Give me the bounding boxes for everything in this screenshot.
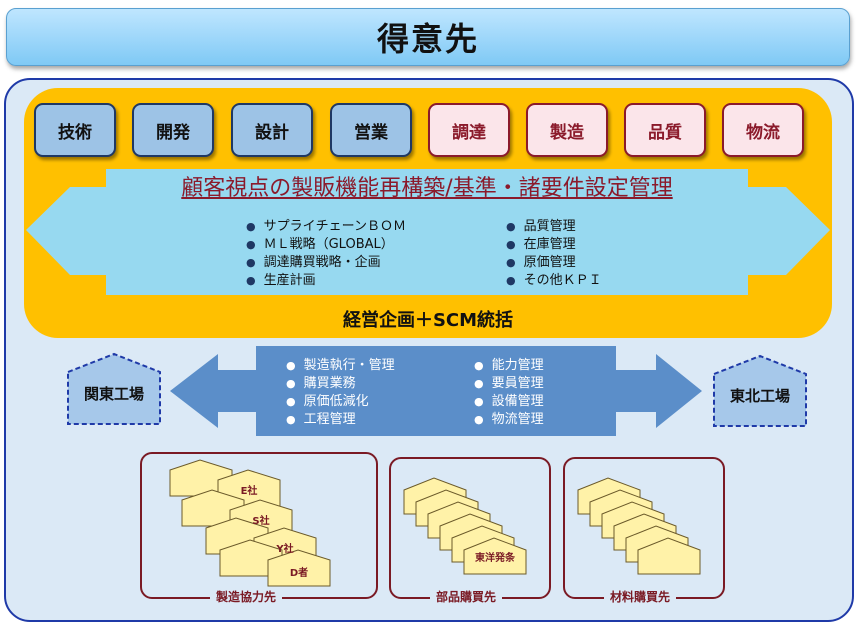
dept-label: 調達: [452, 122, 486, 143]
dept-box-sekkei: 設計: [231, 103, 313, 157]
customer-title: 得意先: [376, 20, 479, 58]
hq-left-list: サプライチェーンＢＯＭ ＭＬ戦略（GLOBAL） 調達購買戦略・企画 生産計画: [246, 218, 406, 290]
factory-arrow-shape: [170, 346, 702, 436]
factory-left-list: 製造執行・管理 購買業務 原価低減化 工程管理: [286, 357, 395, 429]
factory-right-label: 東北工場: [729, 387, 790, 405]
list-item: 原価管理: [506, 254, 602, 272]
list-item: 調達購買戦略・企画: [246, 254, 406, 272]
dept-box-seizo: 製造: [526, 103, 608, 157]
factory-right-list: 能力管理 要員管理 設備管理 物流管理: [474, 357, 544, 429]
dept-box-hinshitsu: 品質: [624, 103, 706, 157]
parts-houses: 東洋発条: [403, 477, 527, 575]
list-item: その他ＫＰＩ: [506, 272, 602, 290]
list-item: 製造執行・管理: [286, 357, 395, 375]
list-item: サプライチェーンＢＯＭ: [246, 218, 406, 236]
supplier-label-materials: 材料購買先: [604, 588, 677, 605]
supplier-label-parts: 部品購買先: [430, 588, 503, 605]
factory-house-right: [713, 354, 807, 427]
customer-header: 得意先: [6, 8, 850, 66]
supplier-label-manufacturing: 製造協力先: [210, 588, 283, 605]
dept-label: 物流: [746, 122, 780, 143]
list-item: 品質管理: [506, 218, 602, 236]
dept-label: 品質: [648, 122, 682, 143]
list-item: 能力管理: [474, 357, 544, 375]
company-s: S社: [252, 514, 269, 527]
dept-label: 設計: [255, 122, 289, 143]
dept-box-eigyo: 営業: [330, 103, 412, 157]
list-item: 在庫管理: [506, 236, 602, 254]
list-item: 物流管理: [474, 411, 544, 429]
factory-double-arrow: [170, 346, 702, 436]
list-item: 工程管理: [286, 411, 395, 429]
factory-house-left: [67, 352, 161, 425]
list-item: 要員管理: [474, 375, 544, 393]
materials-houses: [577, 477, 701, 575]
list-item: 原価低減化: [286, 393, 395, 411]
dept-box-butsuryu: 物流: [722, 103, 804, 157]
dept-label: 技術: [58, 122, 92, 143]
hq-right-list: 品質管理 在庫管理 原価管理 その他ＫＰＩ: [506, 218, 602, 290]
company-y: Y社: [275, 542, 293, 555]
list-item: ＭＬ戦略（GLOBAL）: [246, 236, 406, 254]
dept-box-kaihatsu: 開発: [132, 103, 214, 157]
list-item: 購買業務: [286, 375, 395, 393]
dept-box-gijutsu: 技術: [34, 103, 116, 157]
company-d: D者: [290, 566, 308, 579]
double-arrow-shape: [26, 169, 830, 295]
dept-label: 開発: [156, 122, 190, 143]
hq-arrow-title: 顧客視点の製販機能再構築/基準・諸要件設定管理: [181, 176, 673, 201]
dept-label: 営業: [354, 122, 388, 143]
dept-label: 製造: [550, 122, 584, 143]
hq-double-arrow: [26, 169, 830, 295]
factory-left-label: 関東工場: [83, 385, 144, 403]
list-item: 設備管理: [474, 393, 544, 411]
company-e: E社: [241, 484, 258, 497]
manufacturing-houses: E社 S社 Y社 D者: [169, 459, 331, 587]
dept-box-chotatsu: 調達: [428, 103, 510, 157]
hq-label: 経営企画＋SCM統括: [342, 310, 514, 331]
list-item: 生産計画: [246, 272, 406, 290]
company-toyo-hatsujo: 東洋発条: [475, 551, 516, 564]
